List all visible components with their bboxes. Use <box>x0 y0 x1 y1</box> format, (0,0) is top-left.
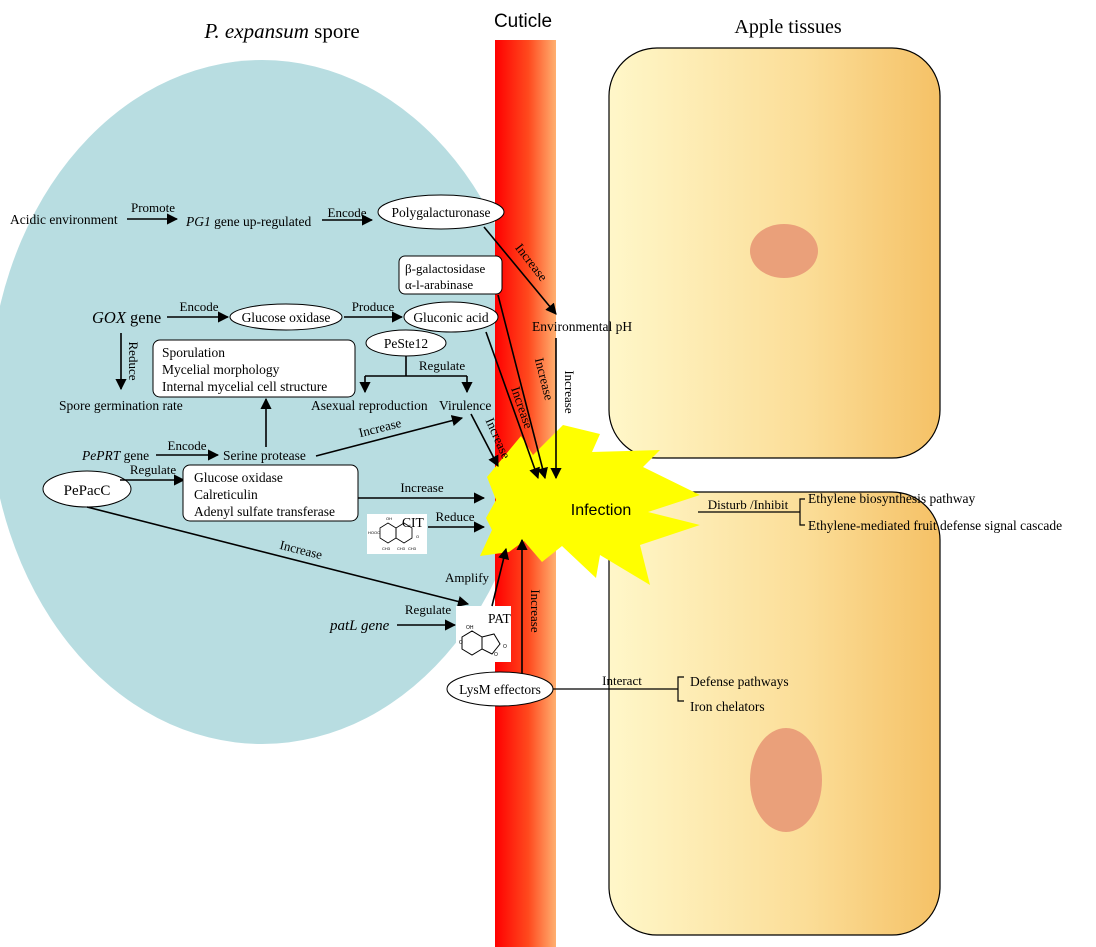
mycelial-morphology-label: Mycelial morphology <box>162 362 280 377</box>
pat-o1: O <box>459 640 463 646</box>
increase-serine-arrow <box>315 415 464 457</box>
gox-gene-label: GOX gene <box>92 308 161 327</box>
cit-cooh: HOOC <box>368 530 380 535</box>
increase-lysm-label: Increase <box>528 589 543 633</box>
box-calreticulin-label: Calreticulin <box>194 487 258 502</box>
disturb-label: Disturb /Inhibit <box>708 497 789 512</box>
gluconic-acid-node <box>403 301 499 333</box>
internal-structure-label: Internal mycelial cell structure <box>162 379 327 394</box>
defense-pathways-label: Defense pathways <box>690 674 789 689</box>
iron-chelators-label: Iron chelators <box>690 699 765 714</box>
sporulation-box <box>152 339 356 398</box>
pat-o2: O <box>494 652 498 658</box>
cit-label: CIT <box>402 515 425 530</box>
alpha-arabinase-label: α-l-arabinase <box>405 277 473 292</box>
environmental-ph-label: Environmental pH <box>532 319 632 334</box>
cit-ch3-a: CH3 <box>382 546 391 551</box>
cuticle-heading: Cuticle <box>494 11 552 32</box>
increase-pg-ph-arrow <box>483 226 557 315</box>
encode-pg-label: Encode <box>328 205 367 220</box>
nucleus-bottom <box>750 728 822 832</box>
polygalacturonase-label: Polygalacturonase <box>392 205 491 220</box>
spore-heading: P. expansum spore <box>203 19 359 43</box>
regulate-pacc-label: Regulate <box>130 462 176 477</box>
infection-blob <box>480 425 700 585</box>
increase-pacc-pat-arrow <box>86 506 470 607</box>
reduce-cit-label: Reduce <box>436 509 475 524</box>
spore-germination-label: Spore germination rate <box>59 398 183 413</box>
serine-protease-label: Serine protease <box>223 448 306 463</box>
amplify-arrow <box>491 547 510 607</box>
encode-gox-label: Encode <box>180 299 219 314</box>
cit-molecule-drawing <box>379 522 413 544</box>
lysm-label: LysM effectors <box>459 682 541 697</box>
beta-galactosidase-label: β-galactosidase <box>405 261 485 276</box>
pat-o3: O <box>503 644 507 650</box>
interact-bracket <box>672 676 684 702</box>
acidic-environment-label: Acidic environment <box>10 212 118 227</box>
glucose-oxidase-label: Glucose oxidase <box>242 310 331 325</box>
ethylene-cascade-label: Ethylene-mediated fruit defense signal c… <box>808 518 1062 533</box>
gluconic-acid-label: Gluconic acid <box>413 310 489 325</box>
interact-label: Interact <box>602 673 642 688</box>
infection-label: Infection <box>571 502 631 519</box>
cit-ch3-c: CH3 <box>408 546 417 551</box>
reduce-germination-label: Reduce <box>126 342 141 381</box>
glucose-oxidase-node <box>229 303 343 331</box>
peprt-gene-label: PePRT gene <box>81 448 149 463</box>
increase-ph-inf-label: Increase <box>562 370 577 414</box>
pat-structure <box>456 606 511 662</box>
regulate-ste-label: Regulate <box>419 358 465 373</box>
peste12-label: PeSte12 <box>384 336 428 351</box>
patl-gene-label: patL gene <box>329 618 390 634</box>
box-glucose-oxidase-label: Glucose oxidase <box>194 470 283 485</box>
promote-label: Promote <box>131 200 175 215</box>
cit-o: O <box>416 534 419 539</box>
amplify-label: Amplify <box>445 570 490 585</box>
apple-heading: Apple tissues <box>734 16 841 38</box>
disturb-bracket <box>796 498 805 526</box>
cit-structure <box>367 514 427 554</box>
pacc-targets-box <box>182 464 359 522</box>
increase-gluconic-arrow <box>485 331 540 480</box>
apple-cell-bottom <box>608 491 941 936</box>
nucleus-top <box>750 224 818 278</box>
sporulation-label: Sporulation <box>162 345 225 360</box>
asexual-reproduction-label: Asexual reproduction <box>311 398 428 413</box>
cit-oh: OH <box>386 516 392 521</box>
polygalacturonase-node <box>377 194 505 230</box>
cit-ch3-b: CH3 <box>397 546 406 551</box>
increase-gal-arrow <box>497 294 548 480</box>
pg1-gene-label: PG1 gene up-regulated <box>185 214 311 229</box>
pat-oh: OH <box>466 625 474 631</box>
increase-virulence-arrow <box>470 413 499 467</box>
galactosidase-box <box>398 255 503 295</box>
increase-box-label: Increase <box>400 480 444 495</box>
produce-label: Produce <box>352 299 395 314</box>
virulence-label: Virulence <box>439 398 491 413</box>
ethylene-pathway-label: Ethylene biosynthesis pathway <box>808 491 975 506</box>
pat-label: PAT <box>488 611 512 626</box>
pat-molecule-drawing <box>461 630 501 656</box>
encode-prt-label: Encode <box>168 438 207 453</box>
box-adenyl-label: Adenyl sulfate transferase <box>194 504 335 519</box>
pepacc-label: PePacC <box>64 483 111 499</box>
regulate-patl-label: Regulate <box>405 602 451 617</box>
